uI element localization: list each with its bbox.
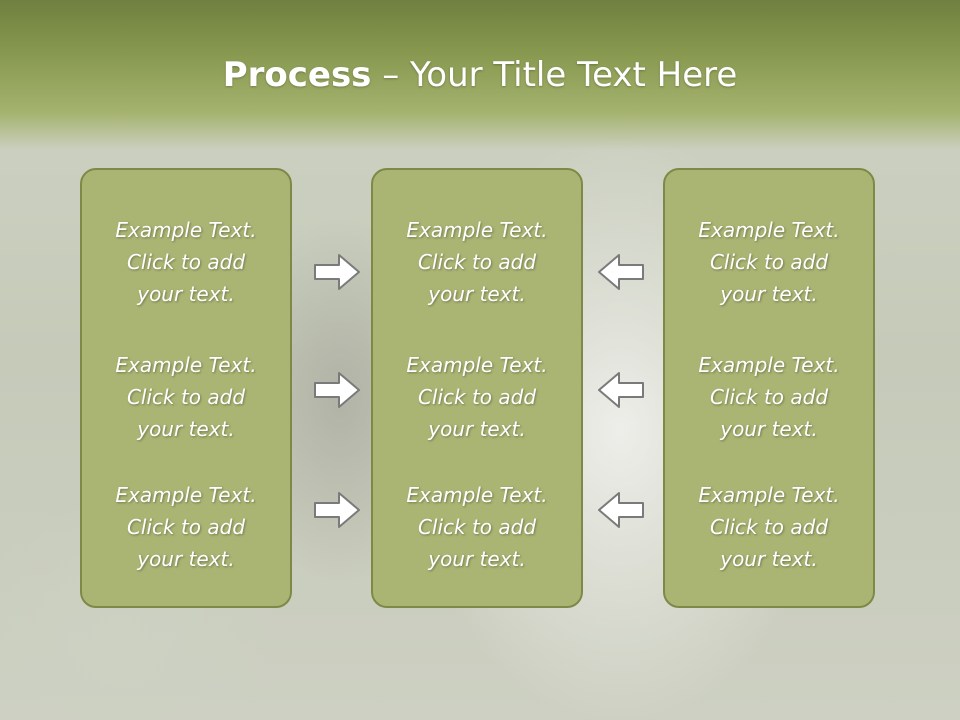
slide-title[interactable]: Process – Your Title Text Here bbox=[0, 52, 960, 98]
arrow-left-icon bbox=[598, 492, 644, 528]
text-line: Example Text. bbox=[406, 218, 548, 242]
arrow-right-icon bbox=[314, 492, 360, 528]
text-line: your text. bbox=[137, 417, 235, 441]
text-line: Click to add bbox=[417, 385, 537, 409]
text-line: your text. bbox=[720, 417, 818, 441]
panel-text-block[interactable]: Example Text. Click to add your text. bbox=[373, 214, 581, 310]
panel-text-block[interactable]: Example Text. Click to add your text. bbox=[665, 214, 873, 310]
text-line: your text. bbox=[720, 547, 818, 571]
text-line: Example Text. bbox=[115, 218, 257, 242]
panel-text-block[interactable]: Example Text. Click to add your text. bbox=[665, 479, 873, 575]
arrow-right-icon bbox=[314, 254, 360, 290]
text-line: your text. bbox=[428, 417, 526, 441]
text-line: Click to add bbox=[709, 515, 829, 539]
title-rest: – Your Title Text Here bbox=[371, 55, 738, 95]
text-line: Click to add bbox=[709, 385, 829, 409]
title-bold: Process bbox=[222, 55, 372, 95]
text-line: Click to add bbox=[417, 250, 537, 274]
text-line: Example Text. bbox=[406, 483, 548, 507]
arrow-left-icon bbox=[598, 372, 644, 408]
text-line: Example Text. bbox=[698, 218, 840, 242]
text-line: Click to add bbox=[417, 515, 537, 539]
text-line: Click to add bbox=[709, 250, 829, 274]
text-line: Click to add bbox=[126, 385, 246, 409]
text-line: Example Text. bbox=[698, 483, 840, 507]
arrow-right-icon bbox=[314, 372, 360, 408]
text-line: Example Text. bbox=[115, 483, 257, 507]
panel-text-block[interactable]: Example Text. Click to add your text. bbox=[82, 349, 290, 445]
panel-text-block[interactable]: Example Text. Click to add your text. bbox=[373, 479, 581, 575]
title-band bbox=[0, 0, 960, 150]
text-line: Example Text. bbox=[115, 353, 257, 377]
text-line: your text. bbox=[428, 282, 526, 306]
panel-text-block[interactable]: Example Text. Click to add your text. bbox=[82, 479, 290, 575]
text-line: your text. bbox=[137, 282, 235, 306]
panel-text-block[interactable]: Example Text. Click to add your text. bbox=[82, 214, 290, 310]
panel-text-block[interactable]: Example Text. Click to add your text. bbox=[373, 349, 581, 445]
text-line: Click to add bbox=[126, 250, 246, 274]
text-line: Example Text. bbox=[406, 353, 548, 377]
arrow-left-icon bbox=[598, 254, 644, 290]
process-panel-center[interactable]: Example Text. Click to add your text. Ex… bbox=[371, 168, 583, 608]
text-line: Example Text. bbox=[698, 353, 840, 377]
text-line: your text. bbox=[137, 547, 235, 571]
panel-text-block[interactable]: Example Text. Click to add your text. bbox=[665, 349, 873, 445]
text-line: Click to add bbox=[126, 515, 246, 539]
text-line: your text. bbox=[720, 282, 818, 306]
text-line: your text. bbox=[428, 547, 526, 571]
process-panel-left[interactable]: Example Text. Click to add your text. Ex… bbox=[80, 168, 292, 608]
process-panel-right[interactable]: Example Text. Click to add your text. Ex… bbox=[663, 168, 875, 608]
